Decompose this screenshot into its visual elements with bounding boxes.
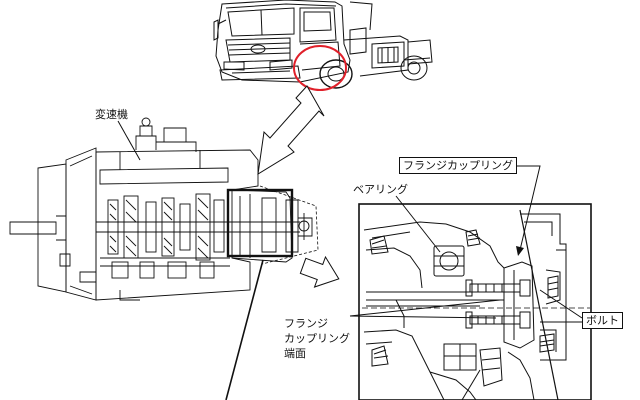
flange-end-line-3: 端面 <box>284 347 306 360</box>
flange-coupling-label: フランジカップリング <box>399 157 517 174</box>
callout-arrow-right <box>299 255 340 288</box>
transmission-leader <box>117 120 141 161</box>
transmission-label: 変速機 <box>95 108 128 121</box>
flange-end-line-1: フランジ <box>284 317 328 330</box>
detail-box <box>226 188 294 258</box>
flange-end-line-2: カップリング <box>284 332 350 345</box>
detail-illustration <box>362 213 590 400</box>
flange-arrowhead <box>516 246 524 256</box>
detail-frame <box>358 203 592 400</box>
truck-illustration <box>213 0 433 89</box>
highlight-circle <box>293 45 347 91</box>
bolt-label: ボルト <box>582 312 623 329</box>
bearing-label: ベアリング <box>353 183 408 196</box>
flange-coupling-end-label: フランジ カップリング 端面 <box>284 316 350 361</box>
transmission-illustration <box>9 117 313 301</box>
callout-arrow-down <box>257 85 325 175</box>
box-leader <box>225 259 264 400</box>
